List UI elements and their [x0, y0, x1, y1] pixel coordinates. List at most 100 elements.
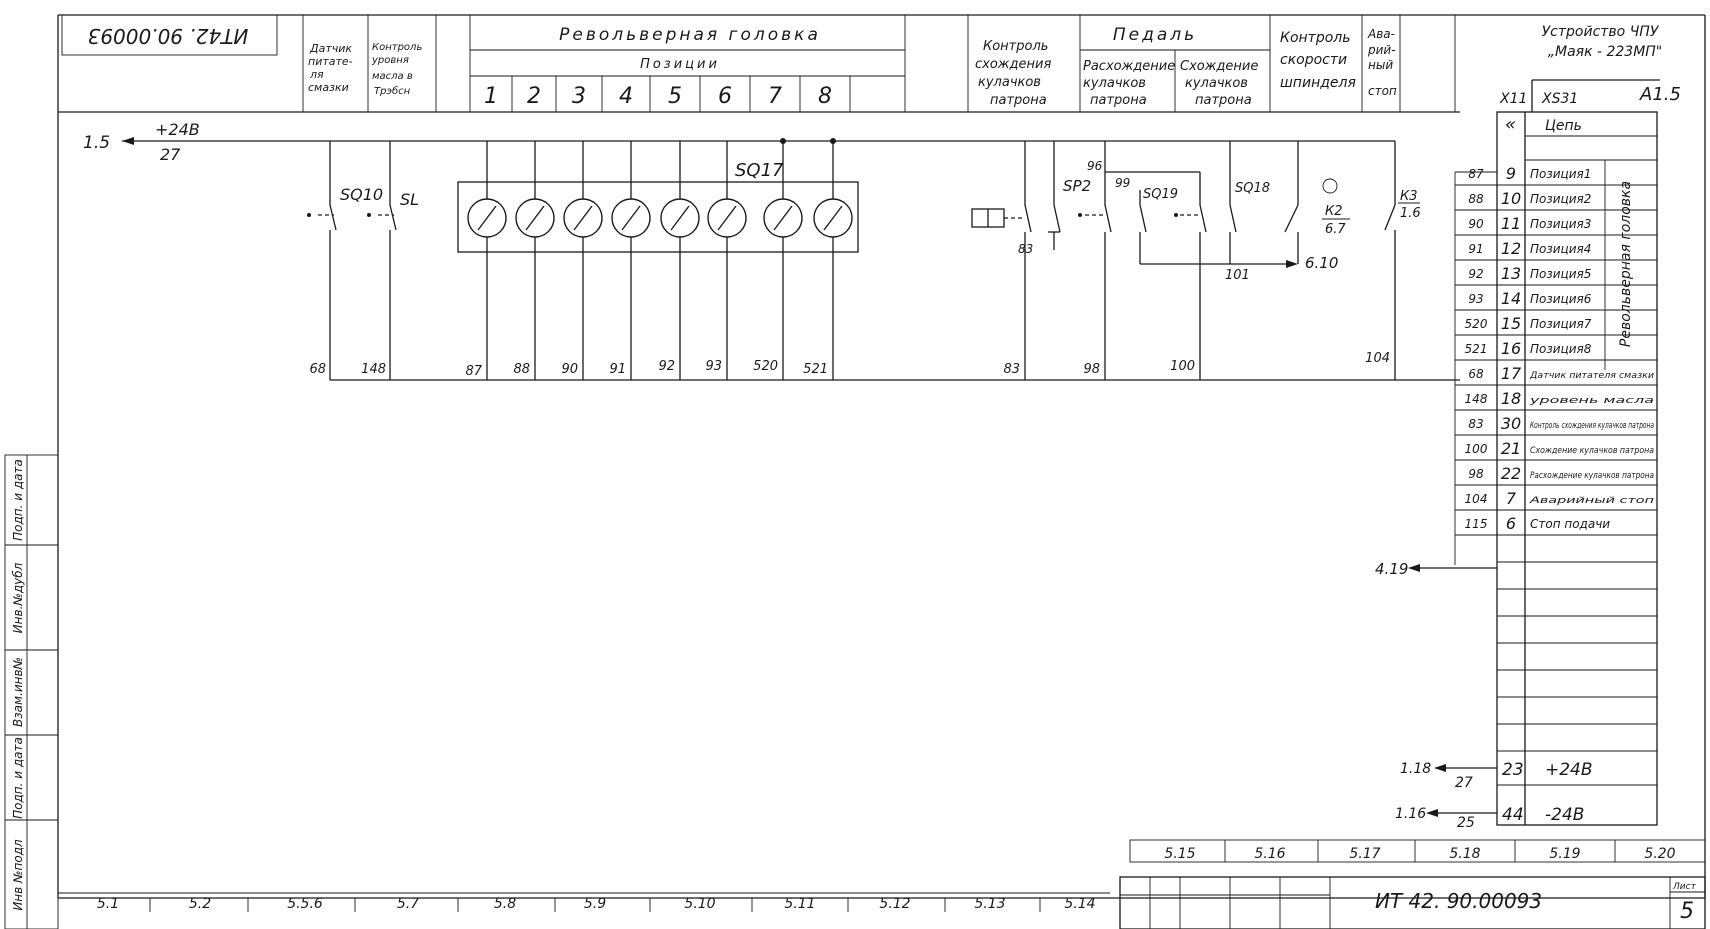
- sl-label: SL: [400, 190, 419, 209]
- row-pin: 9: [1506, 164, 1516, 183]
- row-wire: 68: [1468, 367, 1484, 381]
- row-text: Позиция8: [1530, 342, 1592, 356]
- pin-44: 44: [1502, 805, 1524, 825]
- header-emergency-line: Ава-: [1367, 27, 1395, 41]
- row-text: Позиция1: [1530, 167, 1591, 181]
- position-number: 8: [818, 84, 832, 109]
- row-pin: 12: [1501, 239, 1521, 258]
- header-spindle-line: Контроль: [1280, 30, 1350, 46]
- row-text: Позиция4: [1530, 242, 1591, 256]
- position-number: 4: [619, 84, 633, 109]
- header-chuck-line: Контроль: [983, 39, 1048, 54]
- sheet-frame: [57, 14, 1706, 899]
- header-device-line: „Маяк - 223МП": [1548, 44, 1663, 60]
- row-wire: 148: [1465, 392, 1488, 406]
- chuck-control-circuit: 83 SP2 96: [971, 141, 1103, 380]
- side-stamp-text: Инв.№дубл: [11, 562, 25, 633]
- header-pedal-close-line: Схождение: [1180, 59, 1258, 74]
- position-number: 5: [668, 84, 682, 109]
- row-text: Позиция2: [1530, 192, 1591, 206]
- header-spindle-label: Контроль скорости шпинделя: [1280, 30, 1356, 91]
- connector-ref: A1.5: [1639, 84, 1681, 105]
- wire-number: 148: [361, 362, 386, 377]
- header-sensor-label: Датчик питате- ля смазки: [308, 42, 353, 94]
- wire-number: 521: [803, 362, 828, 377]
- header-oil-line: масла в: [372, 71, 413, 82]
- row-wire: 88: [1468, 192, 1484, 206]
- sheet-ref: 5.17: [1349, 846, 1380, 862]
- header-chuck-line: кулачков: [978, 75, 1041, 90]
- side-stamp-text: Взам.инв№: [11, 657, 25, 727]
- sq17-label: SQ17: [735, 160, 784, 181]
- sheet-ref: 5.9: [584, 896, 606, 912]
- wire-number: 92: [658, 359, 675, 374]
- wire-96-label: 96: [1087, 159, 1103, 173]
- pin-44-text: -24В: [1545, 805, 1584, 825]
- sheet-ref: 5.20: [1644, 846, 1675, 862]
- row-text: Схождение кулачков патрона: [1530, 446, 1654, 456]
- row-text: Расхождение кулачков патрона: [1530, 471, 1654, 481]
- row-wire: 115: [1465, 517, 1488, 531]
- header-sensor-line: Датчик: [309, 42, 352, 55]
- wire-number: 87: [465, 364, 482, 379]
- header-grid: [58, 15, 1460, 113]
- sheet-ref: 5.2: [189, 896, 211, 912]
- row-text: Позиция5: [1530, 267, 1591, 281]
- header-emergency-line: рий-: [1367, 43, 1396, 57]
- row-text: Позиция6: [1530, 292, 1592, 306]
- sq19-label: SQ19: [1143, 187, 1178, 202]
- wire-number: 98: [1083, 362, 1100, 377]
- row-pin: 18: [1501, 389, 1521, 408]
- row-wire: 98: [1468, 467, 1484, 481]
- wire-number: 83: [1003, 362, 1020, 377]
- sensor-sq10: SQ10: [307, 141, 383, 380]
- position-number: 7: [768, 84, 782, 109]
- row-pin: 22: [1501, 464, 1521, 483]
- row-wire: 91: [1468, 242, 1483, 256]
- header-emergency-line: ный: [1368, 58, 1393, 72]
- sq18-label: SQ18: [1235, 181, 1270, 196]
- wire-number: 88: [513, 362, 530, 377]
- emergency-contact-k3: К3 1.6: [1384, 141, 1421, 380]
- row-text: Позиция3: [1530, 217, 1591, 231]
- position-number: 3: [572, 84, 586, 109]
- sheet-ref: 5.14: [1064, 896, 1095, 912]
- row-wire: 520: [1465, 317, 1488, 331]
- side-stamp-text: Подп. и дата: [11, 459, 25, 541]
- supply-ref: 1.5: [83, 133, 110, 153]
- header-oil-line: Контроль: [372, 42, 422, 53]
- wire-101-label: 101: [1225, 268, 1250, 283]
- side-stamp: Инв №подл Подп. и дата Взам.инв№ Инв.№ду…: [4, 454, 59, 929]
- header-pedal-close-line: кулачков: [1185, 76, 1248, 91]
- supply-rows: 1.18 27 23 +24В 1.16 25 44 -24В: [1395, 760, 1657, 831]
- pin-23-text: +24В: [1545, 760, 1593, 780]
- supply-voltage: +24В: [155, 120, 200, 139]
- row-pin: 10: [1501, 189, 1521, 208]
- sq10-label: SQ10: [340, 185, 383, 204]
- position-number: 6: [718, 84, 732, 109]
- corner-stamp: ИТ42. 90.00093: [61, 14, 278, 56]
- connector-x11-label: X11: [1499, 91, 1527, 107]
- wire-number: 90: [561, 362, 578, 377]
- sheet-ref: 5.16: [1254, 846, 1285, 862]
- wire-25: 25: [1457, 815, 1475, 831]
- sheet-ref: 5.10: [684, 896, 715, 912]
- header-pedal-close-label: Схождение кулачков патрона: [1180, 59, 1258, 108]
- sheet-ref: 5.11: [784, 896, 815, 912]
- sp2-label: SP2: [1063, 177, 1091, 195]
- row-text: уровень масла: [1528, 396, 1654, 406]
- row-text: Стоп подачи: [1530, 517, 1610, 531]
- row-pin: 15: [1501, 314, 1521, 333]
- row-text: Датчик питателя смазки: [1529, 371, 1654, 381]
- sheet-ref: 5.19: [1549, 846, 1580, 862]
- sensor-sl: SL: [367, 141, 419, 380]
- title-doc-number: ИТ 42. 90.00093: [1375, 889, 1542, 913]
- header-pedal-open-line: кулачков: [1083, 76, 1146, 91]
- turret-title: Револьверная головка: [559, 25, 821, 45]
- ref-1-16: 1.16: [1395, 806, 1426, 822]
- wire-number: 520: [753, 359, 778, 374]
- position-number: 1: [484, 84, 498, 109]
- row-pin: 13: [1501, 264, 1521, 283]
